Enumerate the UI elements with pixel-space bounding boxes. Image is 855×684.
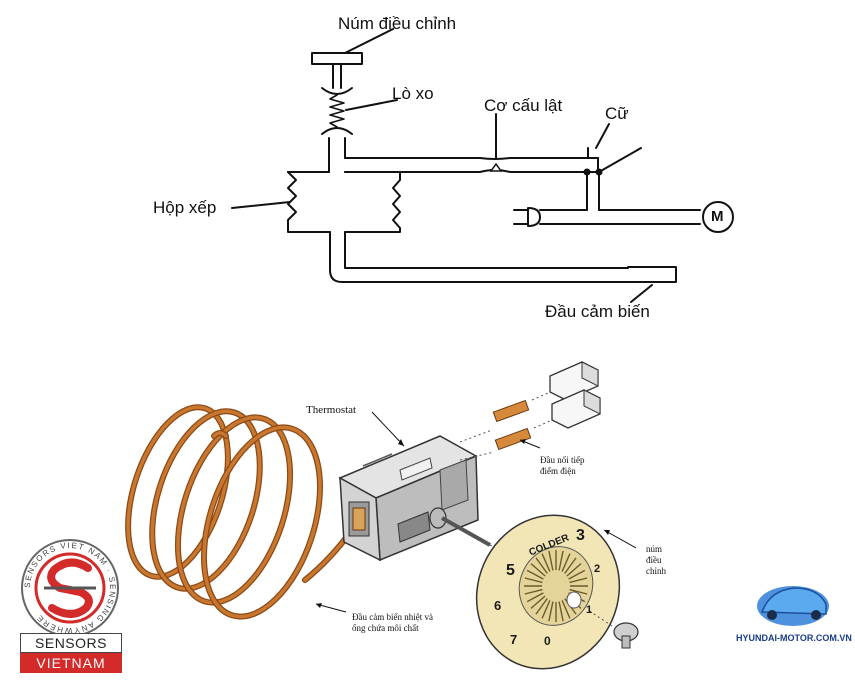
label-adjust-knob: Núm điều chỉnh [338, 14, 457, 33]
label-capillary-line2: ống chứa môi chất [352, 623, 419, 633]
spring-cup-top [321, 87, 353, 95]
dial-grip-line [561, 600, 571, 619]
motor-icon [702, 201, 734, 233]
dial-grip-line [524, 577, 543, 584]
label-bellows: Hộp xếp [153, 198, 217, 217]
dial-grip-line [561, 553, 571, 572]
dial-grip-line [530, 563, 546, 577]
bellows-left [287, 171, 331, 233]
capillary-tube-outer [329, 231, 677, 283]
label-spring: Lò xo [392, 84, 434, 103]
dial-grip-line [541, 553, 551, 572]
lever-bar-top [344, 157, 599, 160]
dial-grip-line [526, 569, 544, 580]
coil-loop [202, 425, 322, 619]
label-knob-line3: chỉnh [646, 566, 666, 576]
coil-loop [176, 415, 292, 605]
dial-grip-line [548, 550, 554, 571]
sensors-s-icon [47, 558, 93, 618]
dial-grip-line [530, 595, 546, 609]
sensors-logo-line2: VIETNAM [20, 653, 122, 673]
dial-grip-line [558, 601, 564, 622]
pivot-triangle [489, 162, 503, 172]
label-knob: núm điều chỉnh [646, 544, 666, 577]
plug-icon [527, 207, 541, 227]
label-terminals: Đầu nối tiếp điểm điện [540, 455, 585, 477]
label-knob-line2: điều [646, 555, 662, 565]
dial-number-6: 6 [494, 598, 502, 613]
dial-grip-line [569, 577, 588, 584]
terminal-connectors [459, 361, 601, 461]
spring-cup-bottom [321, 127, 353, 135]
dial-grip-line [568, 569, 586, 580]
spring-coil [329, 94, 345, 128]
label-capillary-line1: Đầu cảm biến nhiệt và [352, 612, 433, 622]
motor-label: M [711, 208, 724, 225]
dial-number-7: 7 [510, 632, 518, 647]
label-thermostat: Thermostat [306, 404, 357, 416]
sensors-vietnam-logo: SENSORS VIETNAM [20, 633, 122, 673]
dial-grip-line [535, 557, 548, 574]
label-sensor-head: Đầu cảm biến [545, 302, 650, 321]
thermostat-body [338, 435, 479, 562]
dial-grip-line [541, 600, 551, 619]
label-capillary: Đầu cảm biến nhiệt và ống chứa môi chất [352, 612, 433, 634]
label-stop: Cữ [605, 104, 629, 123]
label-toggle-mechanism: Cơ cấu lật [484, 96, 563, 115]
label-terminals-line1: Đầu nối tiếp [540, 455, 585, 465]
hyundai-site-label: HYUNDAI-MOTOR.COM.VN [736, 633, 852, 643]
sensors-logo-line1: SENSORS [20, 633, 122, 653]
coil-loop [126, 405, 230, 579]
label-terminals-line2: điểm điện [540, 466, 576, 476]
dial-grip-line [526, 592, 544, 603]
dial-grip-line [566, 563, 582, 577]
dial-number-0: 0 [544, 634, 551, 648]
dial-number-5: 5 [506, 562, 515, 579]
bellows-right [344, 171, 401, 233]
dial-grip-line [548, 601, 554, 622]
dial-grip-line [569, 588, 588, 595]
adjust-dial-knob [475, 514, 621, 670]
dial-number-1: 1 [586, 604, 593, 616]
dial-number-3: 3 [576, 527, 585, 544]
switch-blade [598, 147, 642, 173]
coil-end [212, 431, 228, 438]
dial-number-2: 2 [594, 563, 601, 575]
dial-grip-line [535, 598, 548, 615]
dial-grip-line [524, 588, 543, 595]
dial-grip-line [564, 557, 577, 574]
adjust-knob-head [311, 52, 363, 65]
capillary-tube-inner [344, 231, 629, 269]
dial-grip-line [558, 550, 564, 571]
knob-screw [587, 609, 639, 649]
coil-loop [150, 409, 262, 591]
label-knob-line1: núm [646, 544, 663, 554]
